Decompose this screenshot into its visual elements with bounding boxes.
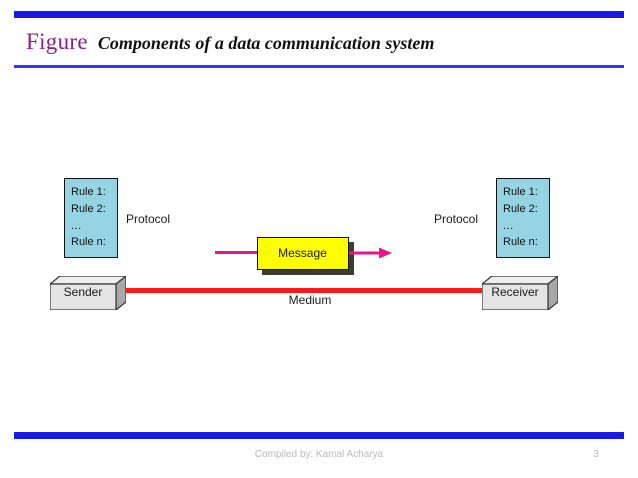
cube-icon [50, 276, 126, 310]
rule-line: ... [71, 220, 82, 232]
rule-line: Rule 2: [503, 203, 538, 215]
header-rule-top [14, 11, 624, 18]
flow-arrow-outgoing-icon [349, 247, 392, 259]
message-box: Message [257, 237, 349, 270]
title-caption: Components of a data communication syste… [97, 33, 435, 53]
protocol-rules-box-sender: Rule 1: Rule 2: ... Rule n: [64, 178, 118, 258]
protocol-label-sender: Protocol [126, 212, 171, 226]
flow-line-incoming [215, 251, 259, 254]
footer-rule [14, 432, 624, 439]
message-label: Message [278, 246, 327, 260]
rule-line: ... [503, 220, 514, 232]
rule-line: Rule n: [71, 236, 106, 248]
medium-line [117, 288, 485, 293]
protocol-rules-box-receiver: Rule 1: Rule 2: ... Rule n: [496, 178, 550, 258]
rule-line: Rule 1: [71, 186, 106, 198]
protocol-label-receiver: Protocol [434, 212, 479, 226]
page-title: Figure Components of a data communication… [26, 29, 434, 59]
footer-credit: Compiled by: Kamal Acharya [254, 449, 384, 460]
medium-label: Medium [288, 293, 332, 307]
header-rule-bottom [14, 65, 624, 68]
receiver-node: Receiver [482, 276, 558, 310]
page-number: 3 [593, 449, 599, 460]
title-figure-word: Figure [26, 29, 88, 54]
cube-icon [482, 276, 558, 310]
sender-node: Sender [50, 276, 126, 310]
rule-line: Rule n: [503, 236, 538, 248]
rule-line: Rule 1: [503, 186, 538, 198]
rule-line: Rule 2: [71, 203, 106, 215]
